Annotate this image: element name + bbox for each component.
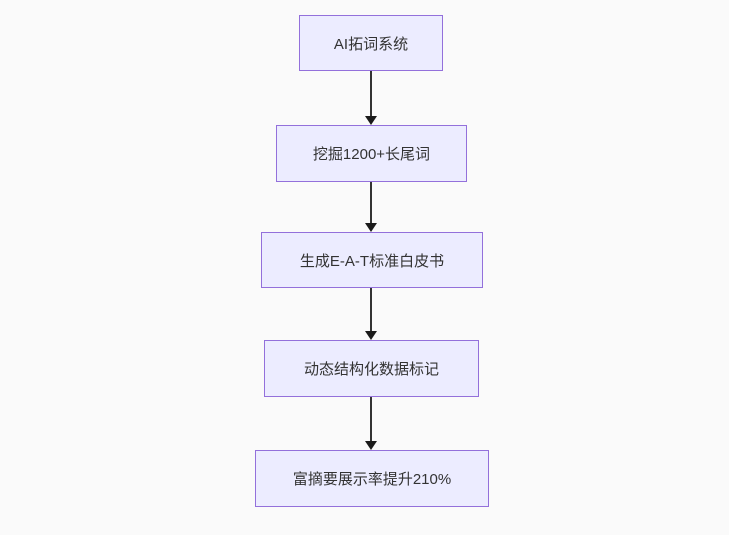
arrowhead-down-icon [365,116,377,125]
edge-line [370,288,372,331]
flow-node-rich-snippet-result: 富摘要展示率提升210% [255,450,489,507]
edge-line [370,182,372,223]
flow-node-eat-whitepaper: 生成E-A-T标准白皮书 [261,232,483,288]
flow-node-ai-keyword-system: AI拓词系统 [299,15,443,71]
flow-node-longtail-mining: 挖掘1200+长尾词 [276,125,467,182]
arrowhead-down-icon [365,441,377,450]
flow-edge-1 [364,71,378,125]
arrowhead-down-icon [365,331,377,340]
edge-line [370,71,372,116]
flow-node-structured-data: 动态结构化数据标记 [264,340,479,397]
arrowhead-down-icon [365,223,377,232]
edge-line [370,397,372,441]
flow-edge-2 [364,182,378,232]
flow-edge-4 [364,397,378,450]
flow-edge-3 [364,288,378,340]
